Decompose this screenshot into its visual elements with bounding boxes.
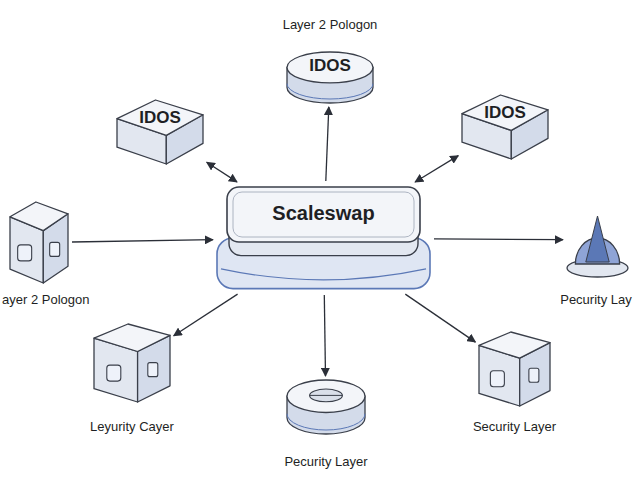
- connector-arrow: [326, 107, 329, 181]
- node-shape: IDOS: [460, 93, 550, 161]
- node-title: IDOS: [285, 56, 375, 76]
- node-title: IDOS: [115, 108, 205, 128]
- connector-arrow: [405, 294, 475, 342]
- node-shape: Scaleswap: [215, 183, 432, 293]
- node-shape: Pecurity Layer: [285, 378, 367, 436]
- connector-arrow: [324, 295, 325, 376]
- dome-outline: [565, 200, 630, 280]
- connector-arrow: [207, 162, 237, 182]
- cube-outline: [92, 322, 172, 404]
- node-shape: Layer 2 PologonIDOS: [285, 50, 375, 105]
- node-label: Pecurity Lay: [553, 293, 639, 308]
- node-label: Layer 2 Pologon: [245, 18, 415, 33]
- connector-arrow: [434, 238, 563, 240]
- platform-outline: [215, 183, 432, 293]
- cube-outline: [477, 330, 552, 408]
- node-label: Security Layer: [442, 420, 587, 435]
- node-title: IDOS: [460, 103, 550, 123]
- node-label: Leyurity Cayer: [62, 420, 202, 435]
- cube-outline: [8, 200, 70, 285]
- node-label: Pecurity Layer: [255, 455, 397, 470]
- node-shape: Leyurity Cayer: [92, 322, 172, 404]
- node-title: Scaleswap: [215, 202, 432, 225]
- node-shape: Pecurity Lay: [565, 200, 630, 280]
- discIcon-outline: [285, 378, 367, 436]
- connector-arrow: [174, 294, 238, 336]
- node-shape: Security Layer: [477, 330, 552, 408]
- node-shape: IDOS: [115, 98, 205, 166]
- connector-arrow: [415, 156, 458, 182]
- node-shape: ayer 2 Pologon: [8, 200, 70, 285]
- node-label: ayer 2 Pologon: [2, 293, 122, 308]
- connector-arrow: [72, 240, 213, 242]
